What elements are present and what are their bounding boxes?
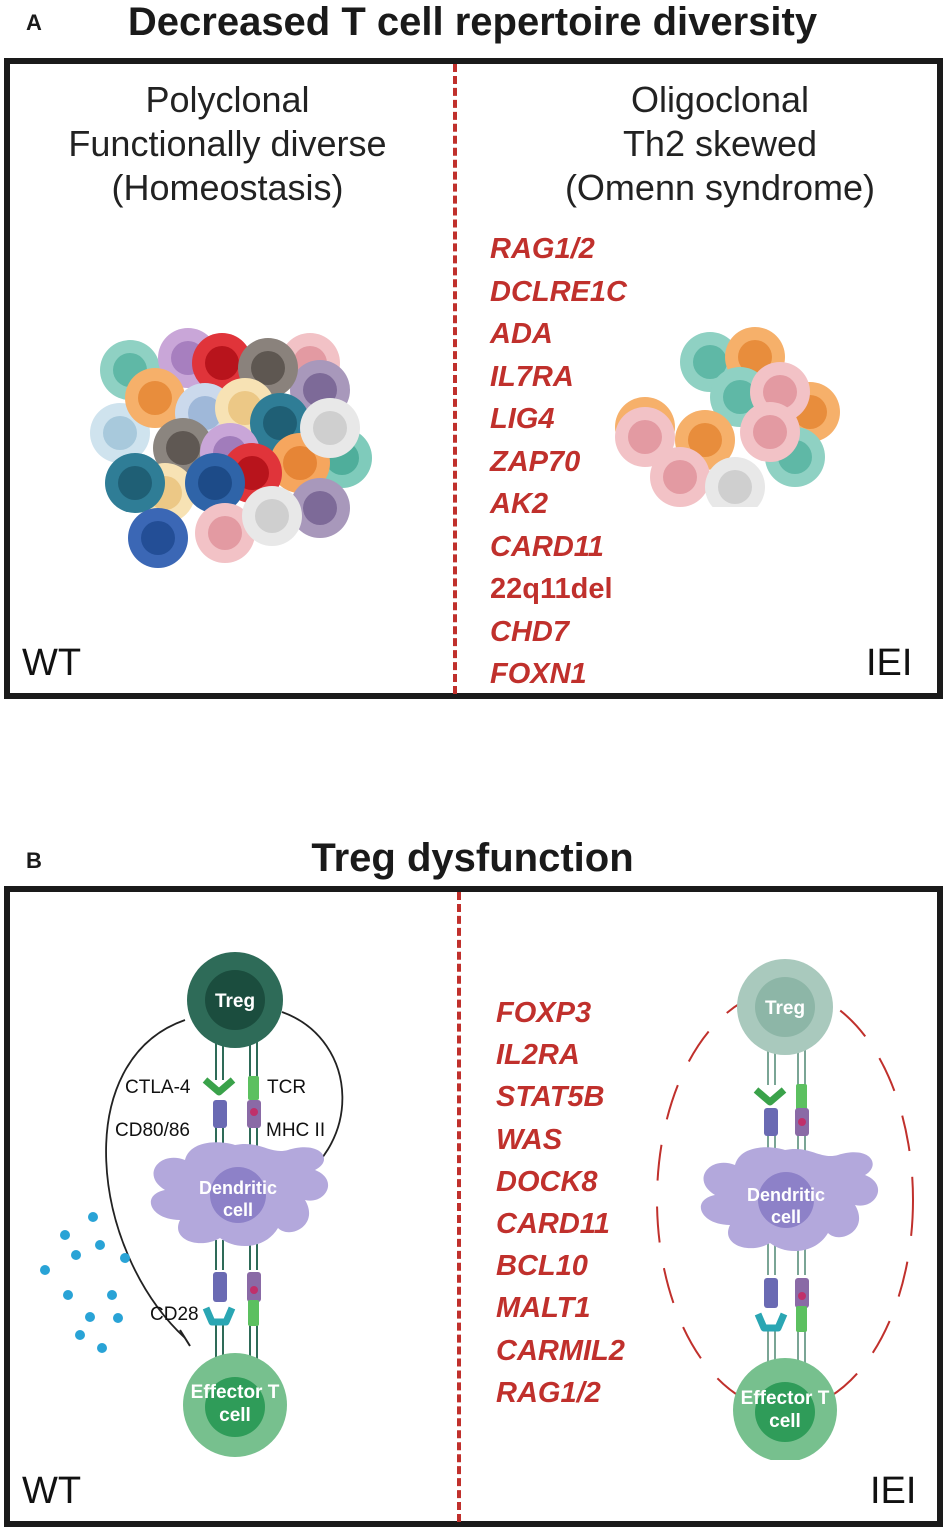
- effector-label-line1: Effector T: [191, 1382, 280, 1403]
- panel-b-iei-label: IEI: [870, 1470, 917, 1512]
- ctla4-receptor: [202, 1077, 236, 1096]
- gene-label: IL7RA: [490, 360, 574, 393]
- gene-label: LIG4: [490, 403, 555, 435]
- iei-synapse-diagram: Treg Dendritic cell Effector T cell: [656, 959, 914, 1460]
- gene-label: RAG1/2: [490, 233, 595, 265]
- effector-label-line1: Effector T: [741, 1388, 830, 1409]
- right-heading-line: Oligoclonal: [630, 79, 810, 120]
- tcr-label: TCR: [267, 1077, 306, 1098]
- panel-b-letter: B: [26, 848, 42, 873]
- gene-label: AK2: [490, 488, 549, 520]
- cell-icon: [615, 327, 840, 507]
- gene-label: WAS: [496, 1123, 563, 1156]
- cd80-86-ligand: [764, 1108, 778, 1136]
- cd80-86-ligand: [213, 1272, 227, 1302]
- peptide-icon: [250, 1286, 258, 1294]
- left-heading-line: Functionally diverse: [68, 123, 387, 164]
- effector-label-line2: cell: [769, 1411, 801, 1432]
- mhc2-label: MHC II: [266, 1120, 325, 1141]
- cd80-86-ligand: [764, 1278, 778, 1308]
- panel-a-gene-list: RAG1/2 DCLRE1C ADA IL7RA LIG4 ZAP70 AK2 …: [490, 228, 627, 696]
- gene-label: DOCK8: [496, 1165, 598, 1198]
- treg-label: Treg: [215, 991, 255, 1012]
- gene-label: BCL10: [496, 1250, 588, 1283]
- gene-label: FOXN1: [490, 658, 587, 690]
- tcr-receptor: [248, 1076, 259, 1100]
- wt-synapse-diagram: Treg Dendritic cell Effector T cell CTLA…: [40, 952, 344, 1457]
- panel-a-frame: [4, 58, 943, 699]
- cd28-label: CD28: [150, 1304, 199, 1325]
- effector-t-cell: Effector T cell: [183, 1353, 287, 1457]
- gene-label: 22q11del: [490, 573, 613, 605]
- panel-b-divider: [457, 892, 461, 1522]
- gene-label: CHD7: [490, 615, 569, 648]
- panel-b-title: Treg dysfunction: [311, 836, 634, 880]
- panel-a-letter: A: [26, 10, 42, 35]
- treg-label: Treg: [765, 998, 805, 1019]
- treg-cell: Treg: [187, 952, 283, 1048]
- gene-label: DCLRE1C: [490, 275, 627, 308]
- peptide-icon: [798, 1292, 806, 1300]
- effector-label-line2: cell: [219, 1405, 251, 1426]
- cd80-86-label: CD80/86: [115, 1120, 190, 1141]
- dc-label-line2: cell: [771, 1207, 801, 1227]
- ctla4-receptor: [753, 1087, 787, 1106]
- panel-b-gene-list: FOXP3 IL2RA STAT5B WAS DOCK8 CARD11 BCL1…: [496, 992, 625, 1414]
- right-heading-line: (Omenn syndrome): [564, 167, 876, 208]
- dendritic-cell: Dendritic cell: [150, 1142, 329, 1247]
- ctla4-label: CTLA-4: [125, 1077, 191, 1098]
- tcr-receptor: [796, 1306, 807, 1332]
- cell-icon: [90, 328, 372, 568]
- tcr-receptor: [796, 1084, 807, 1110]
- dc-label-line1: Dendritic: [747, 1185, 825, 1205]
- gene-label: CARD11: [490, 530, 604, 563]
- cd28-receptor: [754, 1312, 788, 1332]
- gene-label: FOXP3: [496, 997, 592, 1029]
- left-heading-line: (Homeostasis): [111, 167, 344, 208]
- panel-a-wt-label: WT: [22, 642, 82, 684]
- treg-cell: Treg: [737, 959, 833, 1055]
- effector-t-cell: Effector T cell: [733, 1358, 837, 1460]
- gene-label: MALT1: [496, 1292, 591, 1325]
- gene-label: RAG1/2: [496, 1376, 601, 1409]
- gene-label: ZAP70: [490, 445, 581, 478]
- tcr-receptor: [248, 1300, 259, 1326]
- gene-label: STAT5B: [496, 1081, 605, 1114]
- panel-a-title: Decreased T cell repertoire diversity: [127, 0, 818, 44]
- cytokine-dots: [40, 1212, 130, 1353]
- peptide-icon: [798, 1118, 806, 1126]
- cd28-receptor: [202, 1306, 236, 1326]
- panel-b-frame: [4, 886, 943, 1527]
- oligoclonal-cell-cluster: [615, 327, 840, 507]
- gene-label: CARD11: [496, 1208, 610, 1241]
- cd80-86-ligand: [213, 1100, 227, 1128]
- gene-label: ADA: [490, 318, 553, 350]
- polyclonal-cell-cluster: [90, 328, 372, 568]
- dc-label-line1: Dendritic: [199, 1178, 277, 1198]
- gene-label: CARMIL2: [496, 1334, 625, 1367]
- dc-label-line2: cell: [223, 1200, 253, 1220]
- panel-a-left-heading: Polyclonal Functionally diverse (Homeost…: [0, 78, 455, 210]
- right-heading-line: Th2 skewed: [622, 123, 818, 164]
- panel-a-divider: [453, 64, 457, 694]
- gene-label: IL2RA: [496, 1039, 580, 1072]
- panel-a-right-heading: Oligoclonal Th2 skewed (Omenn syndrome): [495, 78, 945, 210]
- dendritic-cell: Dendritic cell: [700, 1147, 879, 1252]
- suppression-arrow: [105, 1019, 186, 1339]
- left-heading-line: Polyclonal: [145, 79, 310, 120]
- panel-a-iei-label: IEI: [866, 642, 913, 684]
- panel-b-wt-label: WT: [22, 1470, 82, 1512]
- peptide-icon: [250, 1108, 258, 1116]
- inhibition-bar: [179, 1329, 191, 1347]
